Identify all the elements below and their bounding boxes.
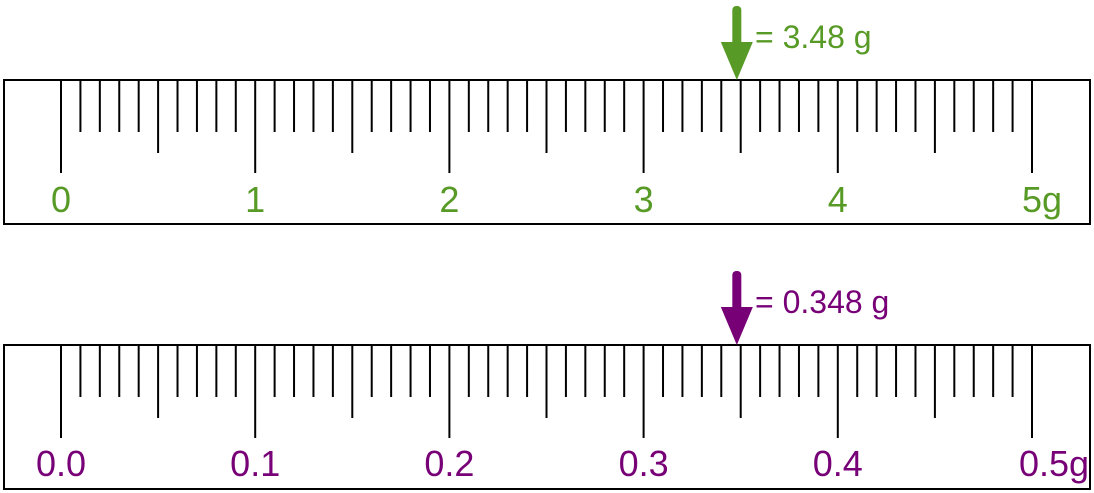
tick-label: 0.3 — [619, 443, 669, 484]
ruler-labels: 0 1 2 3 4 5g — [51, 179, 1062, 220]
tick-label: 0.4 — [813, 443, 863, 484]
decigram-ruler: 0.0 0.1 0.2 0.3 0.4 0.5g = 0.348 g — [3, 271, 1091, 490]
tick-label: 1 — [245, 179, 265, 220]
ruler-labels: 0.0 0.1 0.2 0.3 0.4 0.5g — [36, 443, 1089, 484]
tick-label: 0.1 — [230, 443, 280, 484]
pointer-arrow-icon — [720, 271, 753, 345]
tick-label: 5g — [1022, 179, 1062, 220]
tick-label: 0.5g — [1019, 443, 1089, 484]
ruler-ticks — [60, 345, 1033, 438]
tick-label: 0.0 — [36, 443, 86, 484]
tick-label: 3 — [634, 179, 654, 220]
reading-text: = 3.48 g — [755, 19, 872, 55]
reading-text: = 0.348 g — [755, 284, 889, 320]
ruler-ticks — [60, 80, 1033, 173]
tick-label: 4 — [828, 179, 848, 220]
tick-label: 0.2 — [424, 443, 474, 484]
tick-label: 0 — [51, 179, 71, 220]
tick-label: 2 — [439, 179, 459, 220]
gram-ruler: 0 1 2 3 4 5g = 3.48 g — [3, 6, 1091, 225]
pointer-arrow-icon — [720, 6, 753, 80]
